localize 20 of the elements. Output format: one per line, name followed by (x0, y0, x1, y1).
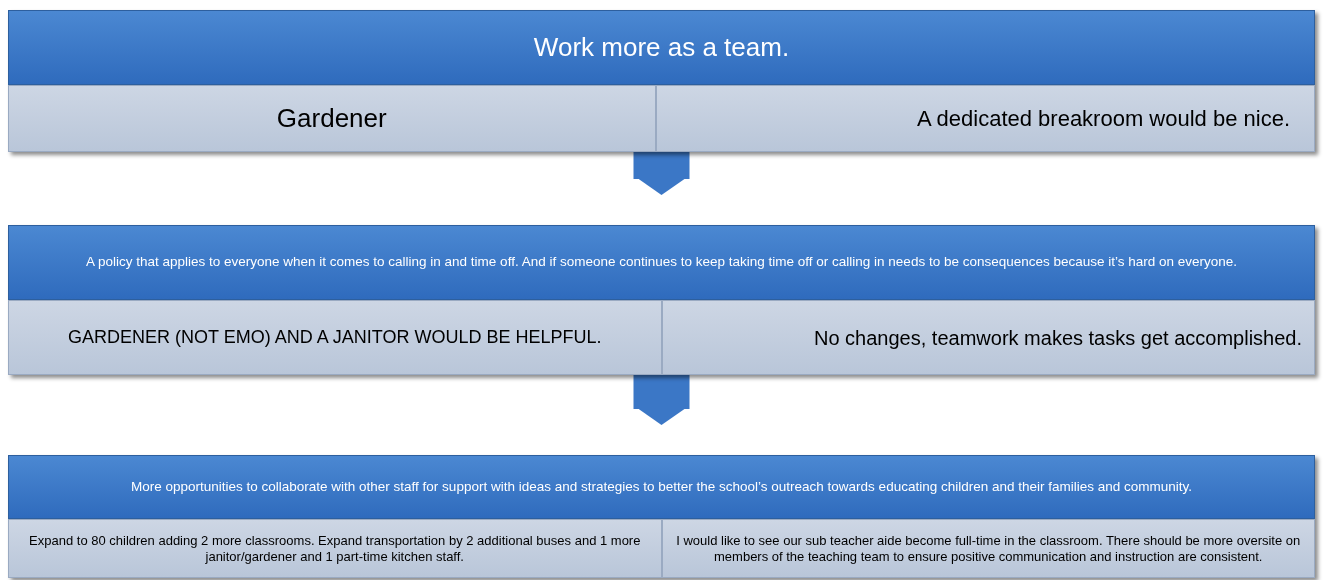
detail-box (661, 300, 1315, 375)
step-heading: Work more as a team. (533, 31, 790, 64)
detail-text: I would like to see our sub teacher aide become full-time in the classroom. There should be more oversite on members of the teaching team to ensure positive communication and instruction are consistent. (675, 532, 1302, 565)
block-arrow (633, 375, 690, 426)
detail-text: A dedicated breakroom would be nice. (917, 105, 1290, 133)
block-arrow (633, 152, 690, 196)
detail-box (8, 519, 662, 578)
step-block (8, 10, 1315, 152)
step-heading: More opportunities to collaborate with other staff for support with ideas and strategies to better the school’s outreach towards educating children and their families and community. (130, 478, 1193, 496)
step-heading: A policy that applies to everyone when it comes to calling in and time off. And if someone continues to keep taking time off or calling in needs to be consequences because it’s hard on everyone. (85, 253, 1238, 272)
detail-text: Gardener (276, 102, 387, 135)
step-block (8, 455, 1315, 578)
step-block (8, 225, 1315, 375)
detail-text: GARDENER (NOT EMO) AND A JANITOR WOULD BE HELPFUL. (68, 326, 602, 349)
detail-box (8, 85, 656, 152)
detail-box (655, 85, 1315, 152)
detail-text: No changes, teamwork makes tasks get accomplished. (814, 325, 1302, 351)
detail-box (661, 519, 1315, 578)
detail-box (8, 300, 662, 375)
detail-text: Expand to 80 children adding 2 more classrooms. Expand transportation by 2 additional buses and 1 more janitor/gardener and 1 part-time kitchen staff. (28, 532, 642, 565)
